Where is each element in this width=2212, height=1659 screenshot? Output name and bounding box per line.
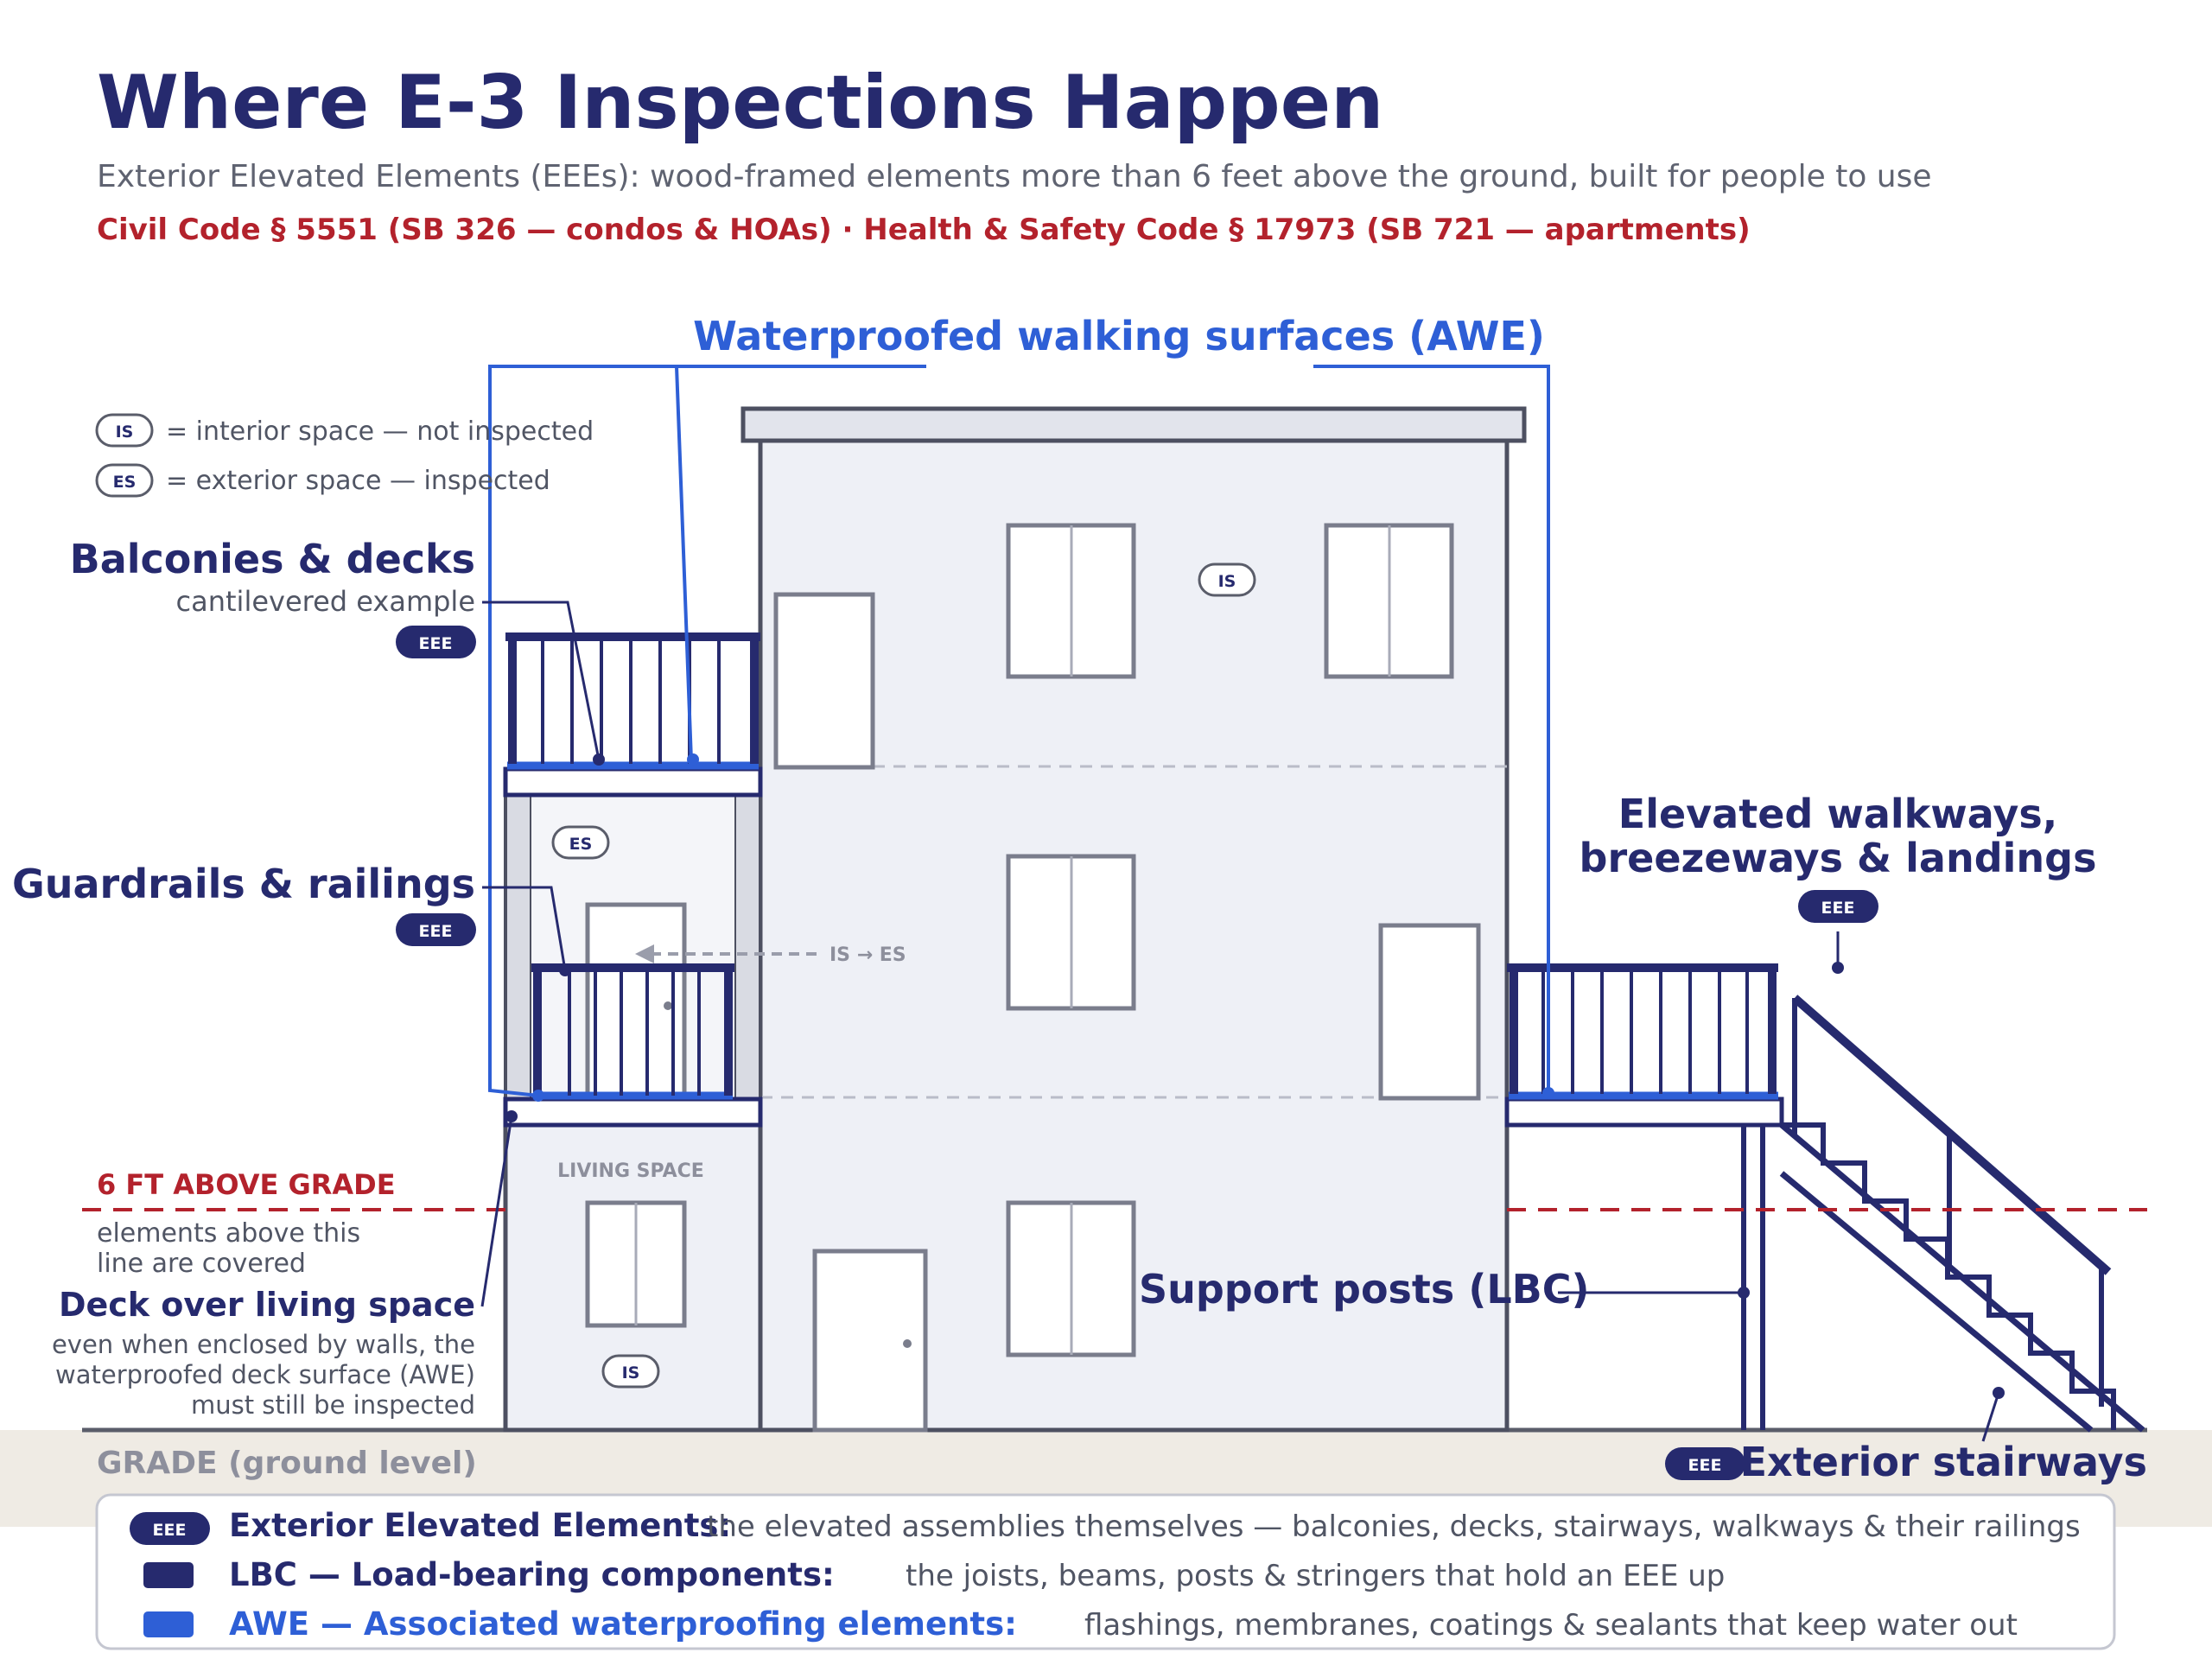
deck-over-note-line1: even when enclosed by walls, the xyxy=(52,1330,475,1359)
legend-row-lbc: LBC — Load-bearing components: the joist… xyxy=(143,1556,1725,1593)
deck-over-note-line3: must still be inspected xyxy=(191,1390,475,1420)
eee-badge-balconies xyxy=(396,626,476,658)
exterior-stairways-label: Exterior stairways xyxy=(1740,1439,2147,1485)
stairways-leader-dot xyxy=(1993,1387,2005,1399)
balconies-label: Balconies & decks xyxy=(70,536,475,582)
enclosed-side-wall xyxy=(504,793,533,1101)
stairways-leader xyxy=(1981,1392,2000,1442)
legend-lbc-desc: the joists, beams, posts & stringers tha… xyxy=(906,1559,1725,1593)
legend-eee-swatch-text: EEE xyxy=(153,1521,187,1540)
six-ft-note-line1: elements above this xyxy=(97,1218,360,1249)
awe-callout-dot xyxy=(687,753,699,766)
legend-awe-term: AWE — Associated waterproofing elements: xyxy=(229,1605,1017,1643)
legend-awe-desc: flashings, membranes, coatings & sealant… xyxy=(1084,1608,2018,1643)
deck-over-living-slab xyxy=(503,1096,763,1128)
eee-badge-guardrails-text: EEE xyxy=(419,922,453,941)
guardrails-leader-dot xyxy=(559,964,571,976)
enclosed-side-wall xyxy=(733,793,762,1101)
legend-eee-desc: the elevated assemblies themselves — bal… xyxy=(707,1510,2081,1544)
mid-deck-door xyxy=(585,902,687,1102)
door-upper-left xyxy=(773,592,875,770)
balcony-railing xyxy=(505,632,760,764)
es-key-badge-text: ES xyxy=(113,473,137,492)
page-title: Where E-3 Inspections Happen xyxy=(97,60,1383,146)
support-posts-leader-dot xyxy=(1738,1287,1750,1299)
es-badge-mid xyxy=(551,825,610,860)
legend-box xyxy=(95,1493,2116,1650)
awe-bracket xyxy=(488,365,1550,1097)
deck-over-living-label: Deck over living space xyxy=(59,1286,475,1324)
is-badge-upper xyxy=(1198,563,1256,597)
page-subtitle: Exterior Elevated Elements (EEEs): wood-… xyxy=(97,159,1932,194)
deck-over-leader xyxy=(480,1116,513,1307)
six-ft-note-line2: line are covered xyxy=(97,1249,306,1279)
legend-lbc-swatch xyxy=(143,1562,194,1588)
guardrails-leader xyxy=(482,886,567,971)
legend-eee-term: Exterior Elevated Elements: xyxy=(229,1507,731,1544)
six-ft-label: 6 FT ABOVE GRADE xyxy=(97,1168,396,1201)
door-right xyxy=(1378,923,1481,1101)
awe-callout-dot xyxy=(532,1090,544,1102)
legend-eee-swatch xyxy=(130,1512,210,1545)
eee-badge-walkways-text: EEE xyxy=(1821,899,1855,918)
is-badge-upper-text: IS xyxy=(1218,572,1236,591)
walkways-label-line1: Elevated walkways, xyxy=(1618,791,2057,837)
es-key-badge xyxy=(95,463,154,498)
grade-label: GRADE (ground level) xyxy=(97,1446,477,1481)
deck-over-leader-dot xyxy=(505,1110,518,1122)
eee-badge-walkways xyxy=(1798,890,1878,923)
mid-deck-door-knob xyxy=(664,1001,672,1010)
legend-row-awe: AWE — Associated waterproofing elements:… xyxy=(143,1605,2018,1643)
legend-awe-swatch xyxy=(143,1611,194,1637)
is-key-badge xyxy=(95,413,154,448)
is-badge-lower xyxy=(601,1354,660,1389)
front-door-knob xyxy=(903,1339,912,1348)
awe-callout-dot xyxy=(1542,1087,1554,1099)
support-posts xyxy=(1741,1125,1765,1430)
legend-lbc-term: LBC — Load-bearing components: xyxy=(229,1556,835,1593)
is-key-badge-text: IS xyxy=(116,423,134,442)
support-posts-label: Support posts (LBC) xyxy=(1139,1266,1590,1313)
walkways-label-line2: breezeways & landings xyxy=(1580,835,2097,881)
is-badge-lower-text: IS xyxy=(622,1363,640,1382)
walkways-leader-dot xyxy=(1832,962,1844,974)
code-references: Civil Code § 5551 (SB 326 — condos & HOA… xyxy=(97,213,1751,247)
living-space-label: LIVING SPACE xyxy=(557,1160,704,1182)
awe-heading: Waterproofed walking surfaces (AWE) xyxy=(693,313,1545,359)
walkway-railing xyxy=(1507,963,1778,1094)
key-es: ES = exterior space — inspected xyxy=(95,463,550,498)
es-key-text: = exterior space — inspected xyxy=(166,466,550,496)
deck-over-note-line2: waterproofed deck surface (AWE) xyxy=(55,1360,475,1389)
mid-deck-railing xyxy=(531,963,734,1096)
is-to-es-arrowhead xyxy=(635,944,654,963)
es-badge-mid-text: ES xyxy=(569,835,593,854)
legend-row-eee: EEE Exterior Elevated Elements: the elev… xyxy=(130,1507,2081,1545)
key-is: IS = interior space — not inspected xyxy=(95,413,594,448)
eee-badge-guardrails xyxy=(396,913,476,946)
eee-badge-balconies-text: EEE xyxy=(419,634,453,653)
walkway-slab xyxy=(1504,1096,1784,1128)
exterior-stairway xyxy=(1779,995,2145,1433)
is-to-es-label: IS → ES xyxy=(830,944,906,966)
balconies-leader xyxy=(482,601,601,760)
eee-badge-stairways-text: EEE xyxy=(1688,1456,1722,1475)
guardrails-label: Guardrails & railings xyxy=(12,861,475,907)
balcony-slab xyxy=(503,766,763,798)
building-windows xyxy=(773,523,1481,1433)
balconies-note: cantilevered example xyxy=(176,585,475,618)
balconies-leader-dot xyxy=(593,753,605,766)
eee-badge-stairways xyxy=(1665,1447,1745,1480)
building-roof xyxy=(741,406,1527,443)
is-key-text: = interior space — not inspected xyxy=(166,416,594,447)
